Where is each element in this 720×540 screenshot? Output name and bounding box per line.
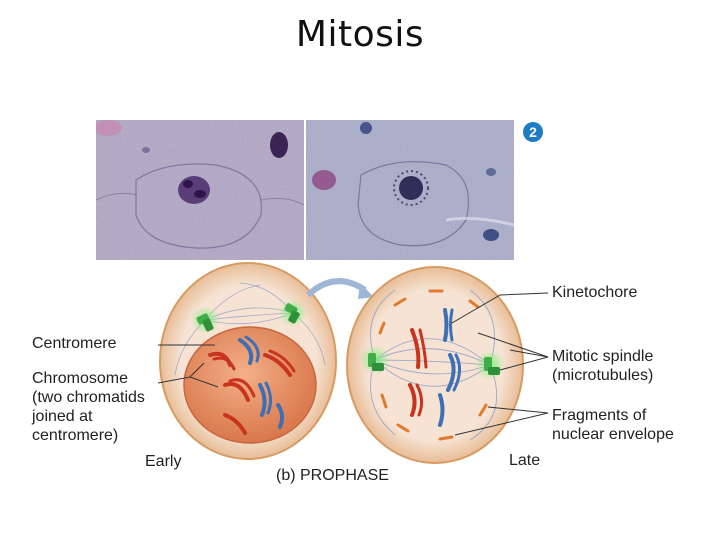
prophase-diagram	[0, 255, 720, 495]
label-prophase: (b) PROPHASE	[276, 467, 389, 484]
slide-title: Mitosis	[295, 14, 425, 55]
label-early: Early	[145, 453, 182, 470]
label-nuclear-envelope-fragments: Fragments of nuclear envelope	[552, 407, 674, 443]
label-kinetochore: Kinetochore	[552, 284, 638, 301]
early-prophase-cell	[159, 262, 337, 460]
label-centromere: Centromere	[32, 335, 117, 352]
step-number-badge: 2	[523, 122, 543, 142]
label-chromosome: Chromosome (two chromatids joined at cen…	[32, 370, 145, 444]
micrograph-late-prophase	[306, 120, 514, 260]
late-prophase-cell	[346, 266, 524, 464]
micrograph-early-prophase	[96, 120, 304, 260]
label-late: Late	[509, 452, 541, 469]
label-mitotic-spindle: Mitotic spindle (microtubules)	[552, 348, 654, 384]
